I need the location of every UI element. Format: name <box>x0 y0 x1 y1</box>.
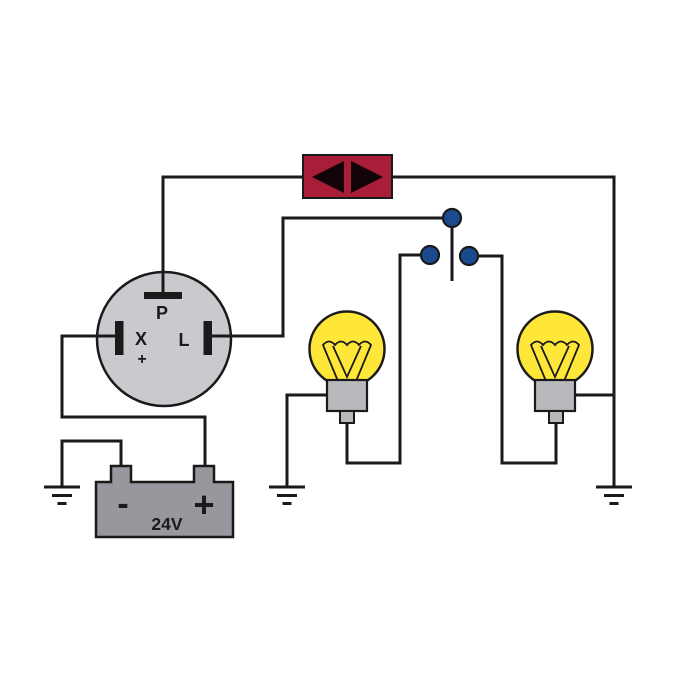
wire-lamp1-to-ground <box>285 393 328 486</box>
relay-terminal-p-label: P <box>156 303 168 323</box>
relay-terminal-l-bar <box>203 321 212 355</box>
arrow-left-icon <box>312 161 344 193</box>
relay-terminal-x-bar <box>115 321 124 355</box>
relay-polarity-label: + <box>137 351 146 368</box>
battery-negative-label: - <box>117 485 128 523</box>
filament-v-right <box>540 345 570 380</box>
ground-icon-right <box>596 485 632 505</box>
turn-indicator <box>302 154 393 199</box>
relay-terminal-p-bar <box>144 292 182 299</box>
bulb-base-pin-right <box>548 410 564 424</box>
battery-body <box>94 464 235 539</box>
wire-switch-right-to-lamp2 <box>477 254 558 465</box>
lamp-right <box>516 310 594 424</box>
arrow-right-icon <box>351 161 383 193</box>
filament-v-left <box>332 345 362 380</box>
wire-battery-negative-to-ground <box>60 439 123 486</box>
relay-terminals: P X L + <box>115 292 212 368</box>
wire-relay-l-to-switch <box>212 216 444 338</box>
bulb-socket-right <box>533 378 577 413</box>
battery-voltage-label: 24V <box>151 514 182 534</box>
bulb-socket-left <box>325 378 369 413</box>
ground-icon-battery <box>44 485 80 505</box>
lamp-left <box>308 310 386 424</box>
battery: - + 24V <box>94 464 235 539</box>
wire-indicator-to-ground <box>392 175 616 486</box>
bulb-base-pin-left <box>339 410 355 424</box>
switch-common-contact <box>441 207 463 229</box>
switch-right-contact <box>458 245 480 267</box>
toggle-switch <box>419 207 480 267</box>
wiring <box>60 175 616 486</box>
ground-icon-lamp1 <box>269 485 305 505</box>
wire-switch-left-to-lamp1 <box>345 253 421 465</box>
relay-terminal-l-label: L <box>179 330 190 350</box>
switch-left-contact <box>419 244 441 266</box>
wire-relay-p-to-indicator <box>161 175 303 292</box>
relay-terminal-x-label: X <box>135 329 147 349</box>
wire-relay-x-to-battery-positive <box>60 334 207 470</box>
battery-positive-label: + <box>193 484 214 525</box>
